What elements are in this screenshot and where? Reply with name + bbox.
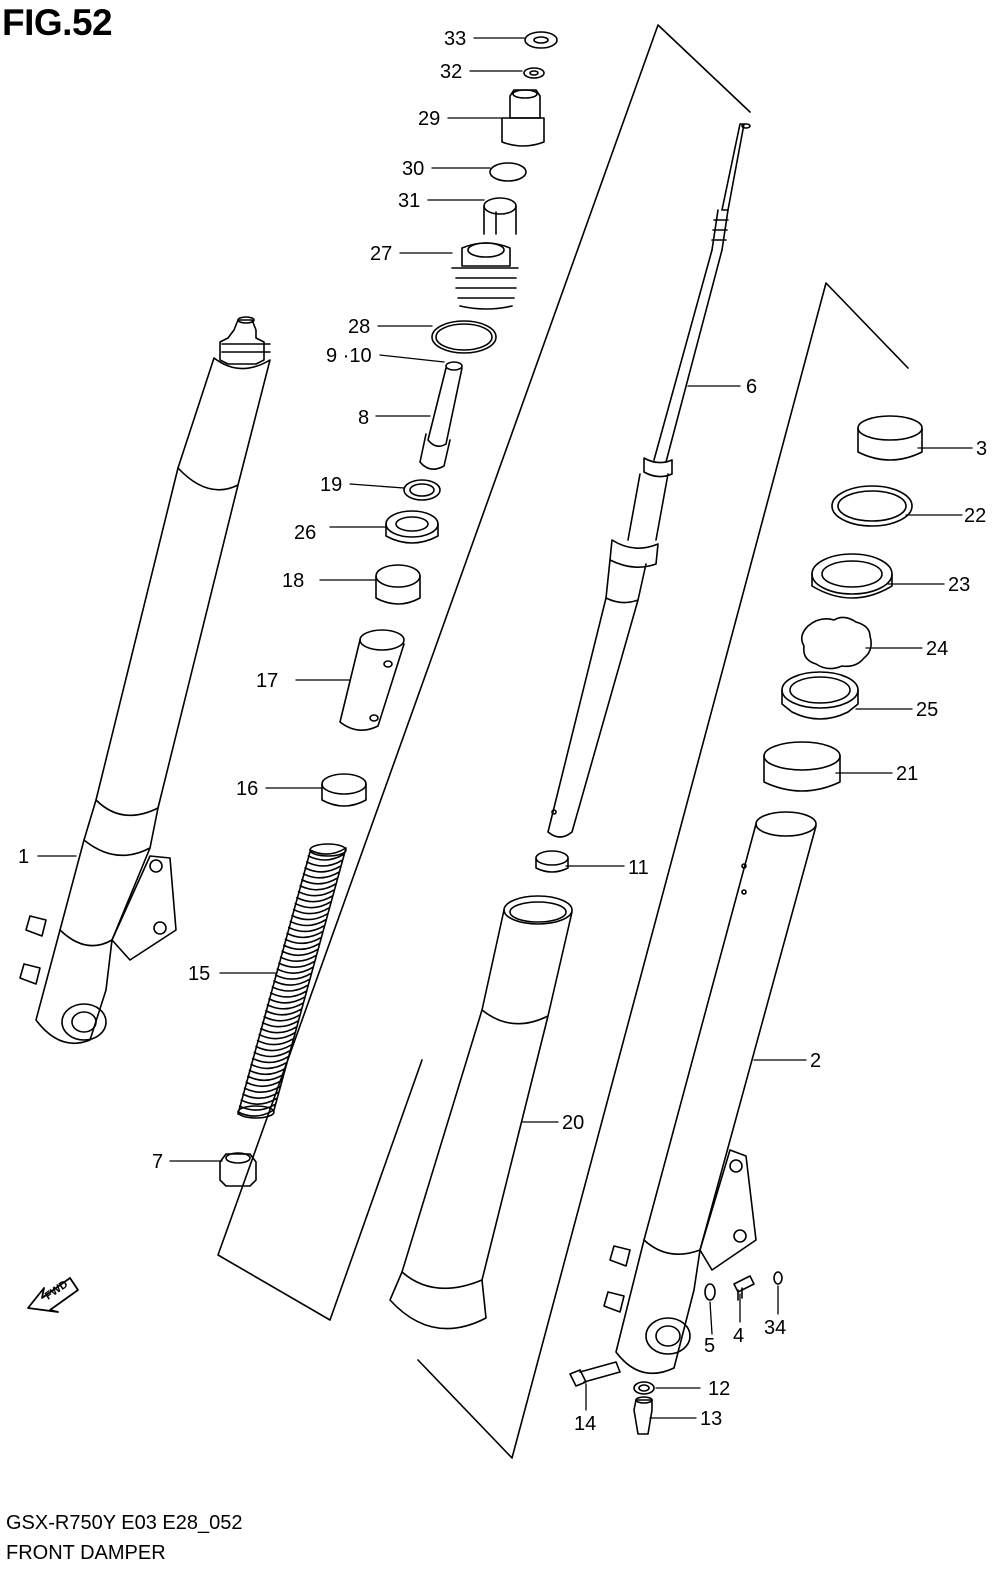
callout-7: 7 — [152, 1151, 163, 1173]
callout-19: 19 — [320, 474, 342, 496]
leader-lines — [37, 37, 973, 1419]
callout-12: 12 — [708, 1378, 730, 1400]
part-19-washer — [403, 479, 441, 501]
callout-28: 28 — [348, 316, 370, 338]
callout-30: 30 — [402, 158, 424, 180]
callout-14: 14 — [574, 1413, 596, 1435]
part-12-gasket — [633, 1381, 655, 1395]
part-3-bushing — [857, 415, 923, 461]
model-code: GSX-R750Y E03 E28_052 — [6, 1512, 243, 1534]
callout-4: 4 — [733, 1325, 744, 1347]
part-21-bushing — [763, 741, 841, 792]
part-17-spacer-tube — [339, 629, 405, 731]
callout-24: 24 — [926, 638, 948, 660]
callout-11: 11 — [628, 857, 649, 879]
callout-6: 6 — [746, 376, 757, 398]
part-29-adjuster — [501, 89, 545, 147]
part-18-spacer — [375, 564, 421, 605]
part-2-outer-tube — [603, 811, 817, 1375]
part-30-o-ring — [489, 162, 527, 182]
callout-8: 8 — [358, 407, 369, 429]
callout-21: 21 — [896, 763, 918, 785]
part-23-oil-seal — [811, 553, 893, 599]
part-24-stopper-ring — [800, 616, 872, 670]
center-group-boundary — [217, 24, 909, 1459]
part-28-o-ring — [431, 320, 497, 354]
part-4-bleed-screw — [733, 1275, 755, 1301]
part-7-nut — [219, 1152, 257, 1187]
part-13-bolt — [633, 1396, 653, 1435]
callout-2: 2 — [810, 1050, 821, 1072]
callout-29: 29 — [418, 108, 440, 130]
callout-23: 23 — [948, 574, 970, 596]
callout-20: 20 — [562, 1112, 584, 1134]
part-8-damper-rod-end — [419, 361, 463, 470]
callout-9-10: 9 ·10 — [326, 345, 372, 367]
callout-32: 32 — [440, 61, 462, 83]
callout-1: 1 — [18, 846, 29, 868]
callout-3: 3 — [976, 438, 987, 460]
callout-26: 26 — [294, 522, 316, 544]
callout-31: 31 — [398, 190, 420, 212]
callout-22: 22 — [964, 505, 986, 527]
fork-assembly-left — [19, 316, 271, 1044]
part-27-cap-bolt — [451, 242, 519, 310]
part-25-dust-seal — [781, 671, 859, 720]
callout-15: 15 — [188, 963, 210, 985]
callout-25: 25 — [916, 699, 938, 721]
callout-13: 13 — [700, 1408, 722, 1430]
part-11-bushing — [535, 850, 569, 873]
callout-18: 18 — [282, 570, 304, 592]
part-31-retainer — [483, 197, 517, 235]
part-5-gasket — [704, 1283, 716, 1301]
callout-34: 34 — [764, 1317, 786, 1339]
callout-labels: 33 32 29 30 31 27 28 9 ·10 8 19 26 18 17… — [18, 28, 987, 1435]
part-6-damper-rod — [547, 123, 751, 838]
figure-title: FIG.52 — [2, 2, 113, 43]
part-15-fork-spring — [237, 843, 347, 1119]
callout-5: 5 — [704, 1335, 715, 1357]
part-20-inner-tube — [389, 895, 573, 1330]
part-14-axle-pinch-bolt — [569, 1361, 621, 1387]
part-22-washer — [831, 485, 913, 527]
callout-16: 16 — [236, 778, 258, 800]
part-26-bushing — [385, 510, 439, 544]
callout-27: 27 — [370, 243, 392, 265]
callout-17: 17 — [256, 670, 278, 692]
callout-33: 33 — [444, 28, 466, 50]
part-33-washer — [524, 31, 558, 49]
fwd-arrow-icon: FWD — [27, 1277, 79, 1313]
part-32-washer — [523, 67, 545, 79]
part-16-spring-seat — [321, 773, 367, 807]
section-name: FRONT DAMPER — [6, 1542, 166, 1564]
part-34-washer — [773, 1271, 783, 1285]
